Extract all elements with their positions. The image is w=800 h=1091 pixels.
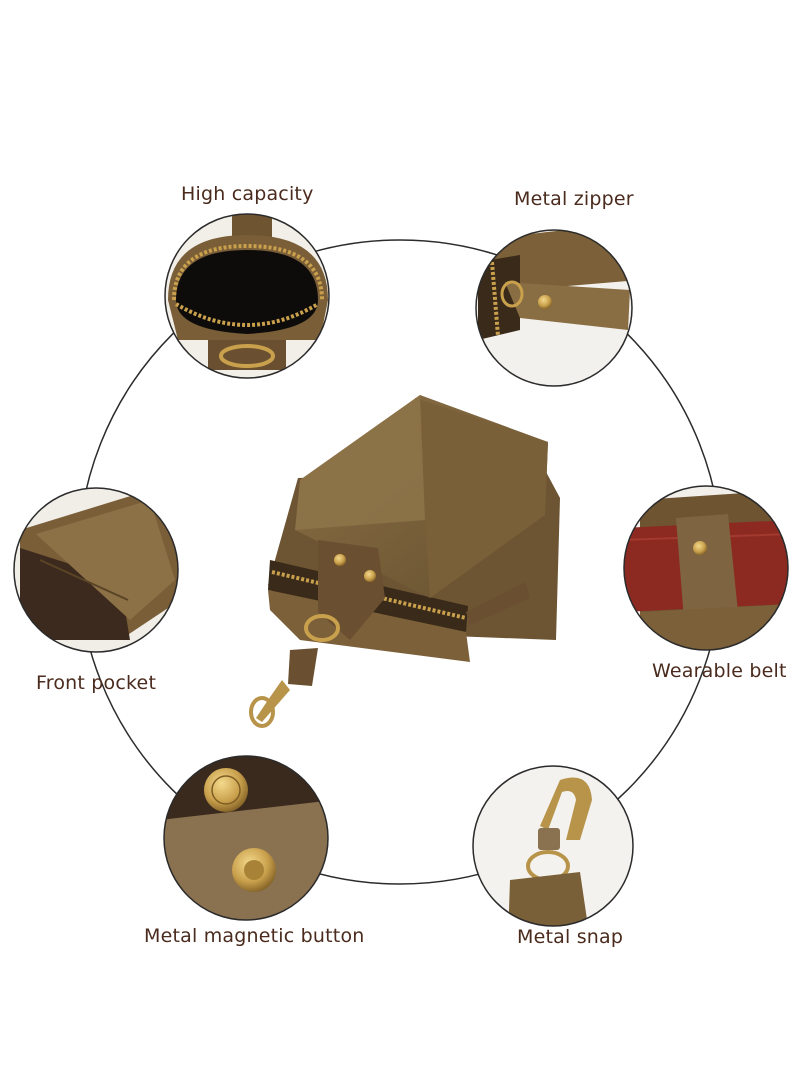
label-wearable-belt: Wearable belt <box>652 660 787 682</box>
detail-metal-snap-image <box>472 765 634 927</box>
label-metal-snap: Metal snap <box>517 926 624 948</box>
label-metal-zipper: Metal zipper <box>514 188 634 210</box>
detail-metal-zipper-image <box>475 229 633 387</box>
central-bag-image <box>249 395 560 728</box>
label-high-capacity: High capacity <box>181 183 314 205</box>
detail-high-capacity-image <box>164 213 330 379</box>
label-front-pocket: Front pocket <box>36 672 157 694</box>
detail-wearable-belt-image <box>623 485 789 651</box>
label-metal-magnetic-button: Metal magnetic button <box>144 925 365 947</box>
detail-magnetic-button-image <box>163 755 329 921</box>
detail-front-pocket-image <box>13 487 179 653</box>
